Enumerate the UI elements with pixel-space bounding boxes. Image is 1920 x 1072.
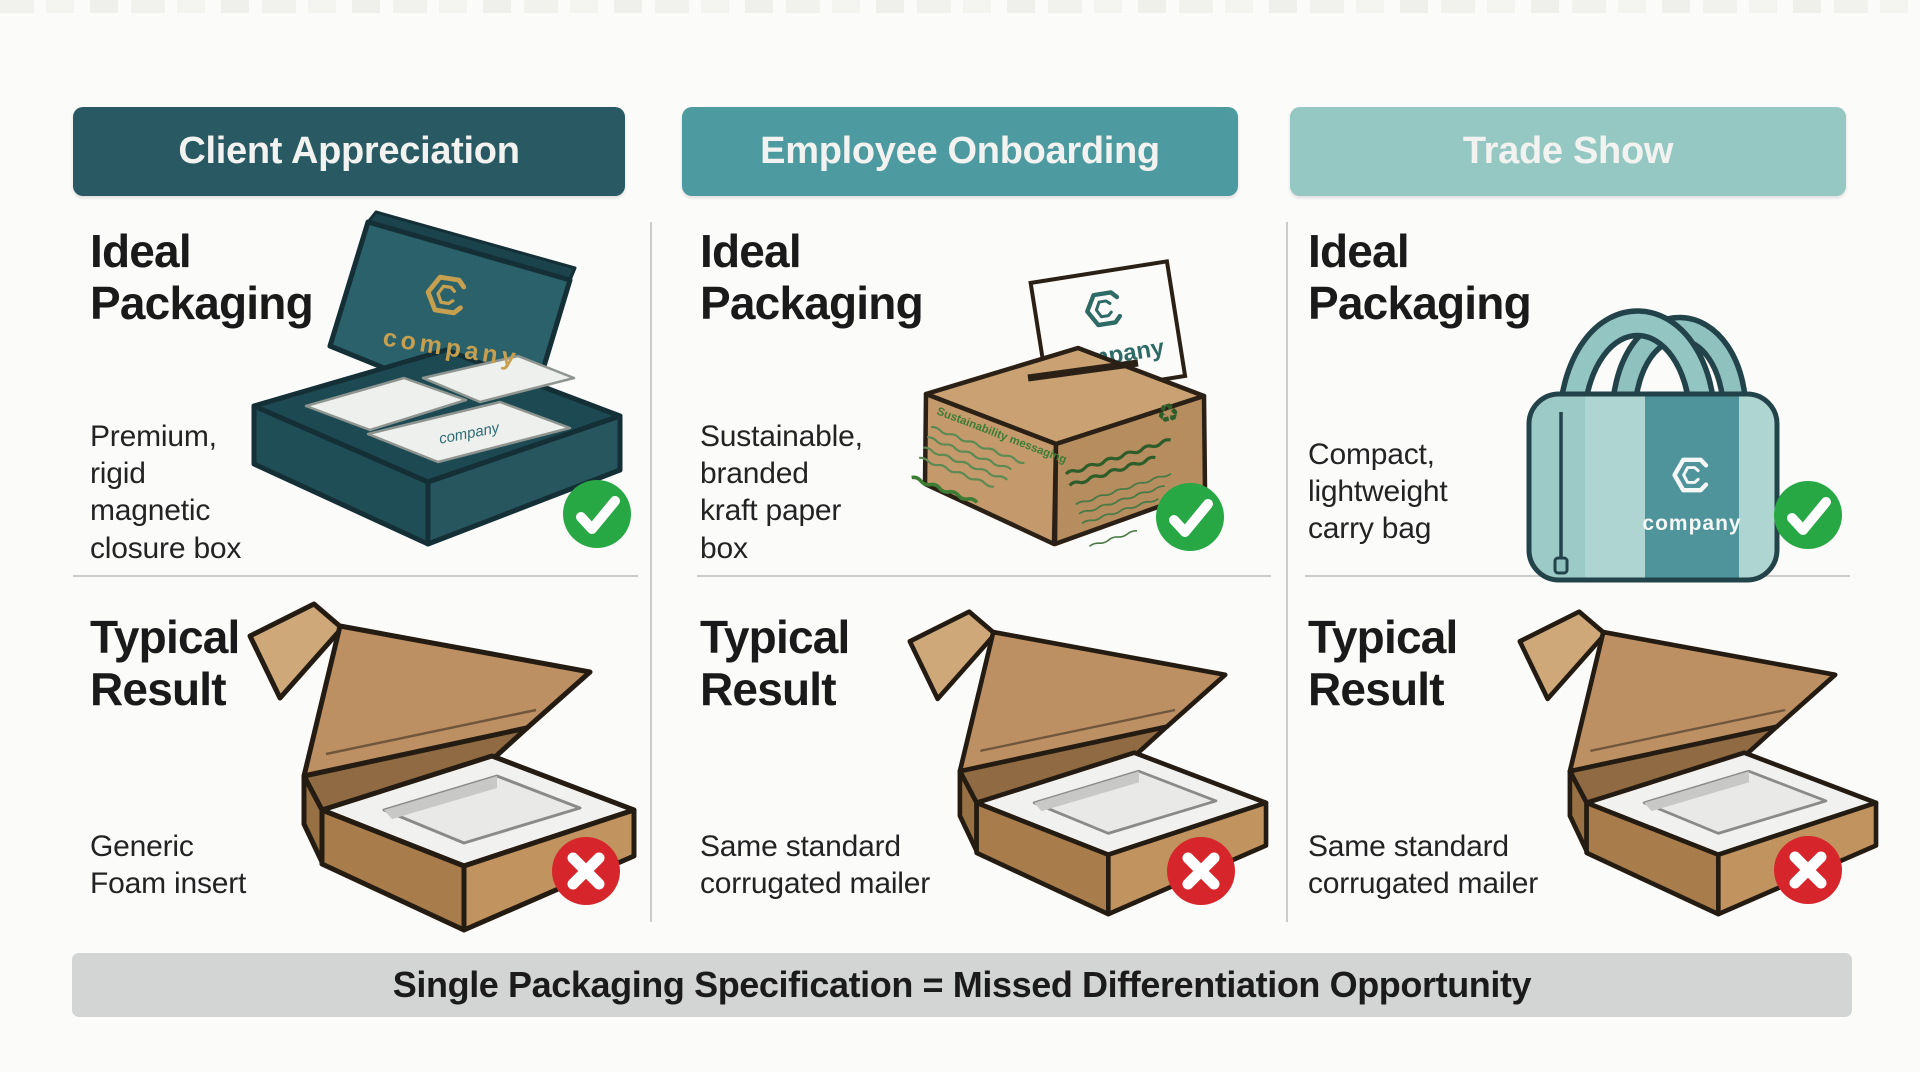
typical-result-title: Typical Result [1308,611,1458,715]
cross-icon [1774,836,1842,904]
check-icon [1774,481,1842,549]
check-icon [563,480,631,548]
zipper-pull [1553,556,1569,575]
ideal-packaging-desc: Premium, rigid magnetic closure box [90,420,242,565]
column-divider [650,222,652,922]
magnetic-closure-box-illustration: company company [251,210,623,547]
ideal-packaging-title: Ideal Packaging [90,225,314,329]
column-header-trade-show: Trade Show [1290,107,1846,196]
carry-bag-illustration: company [1526,308,1780,583]
ideal-packaging-title: Ideal Packaging [1308,225,1532,329]
cross-icon [1167,837,1235,905]
conclusion-banner: Single Packaging Specification = Missed … [72,953,1852,1017]
typical-result-desc: Same standard corrugated mailer [700,830,931,901]
ideal-packaging-desc: Sustainable, branded kraft paper box [700,420,863,565]
kraft-box-illustration: company Sustainability messaging [911,259,1208,547]
cropped-text-artifact [0,0,1920,13]
conclusion-banner-text: Single Packaging Specification = Missed … [392,964,1532,1005]
ideal-packaging-title: Ideal Packaging [700,225,924,329]
brand-wordmark: company [1642,512,1741,535]
column-divider [1286,222,1288,922]
cross-icon [552,837,620,905]
typical-result-desc: Same standard corrugated mailer [1308,830,1539,901]
ideal-packaging-desc: Compact, lightweight carry bag [1308,438,1448,546]
bag-handles [1556,308,1749,441]
eco-print [1064,438,1172,547]
row-separator [697,575,1271,577]
typical-result-title: Typical Result [90,611,240,715]
row-separator [73,575,638,577]
column-header-employee-onboarding: Employee Onboarding [682,107,1238,196]
column-header-client-appreciation: Client Appreciation [73,107,625,196]
typical-result-title: Typical Result [700,611,850,715]
typical-result-desc: Generic Foam insert [90,830,247,901]
check-icon [1156,483,1224,551]
